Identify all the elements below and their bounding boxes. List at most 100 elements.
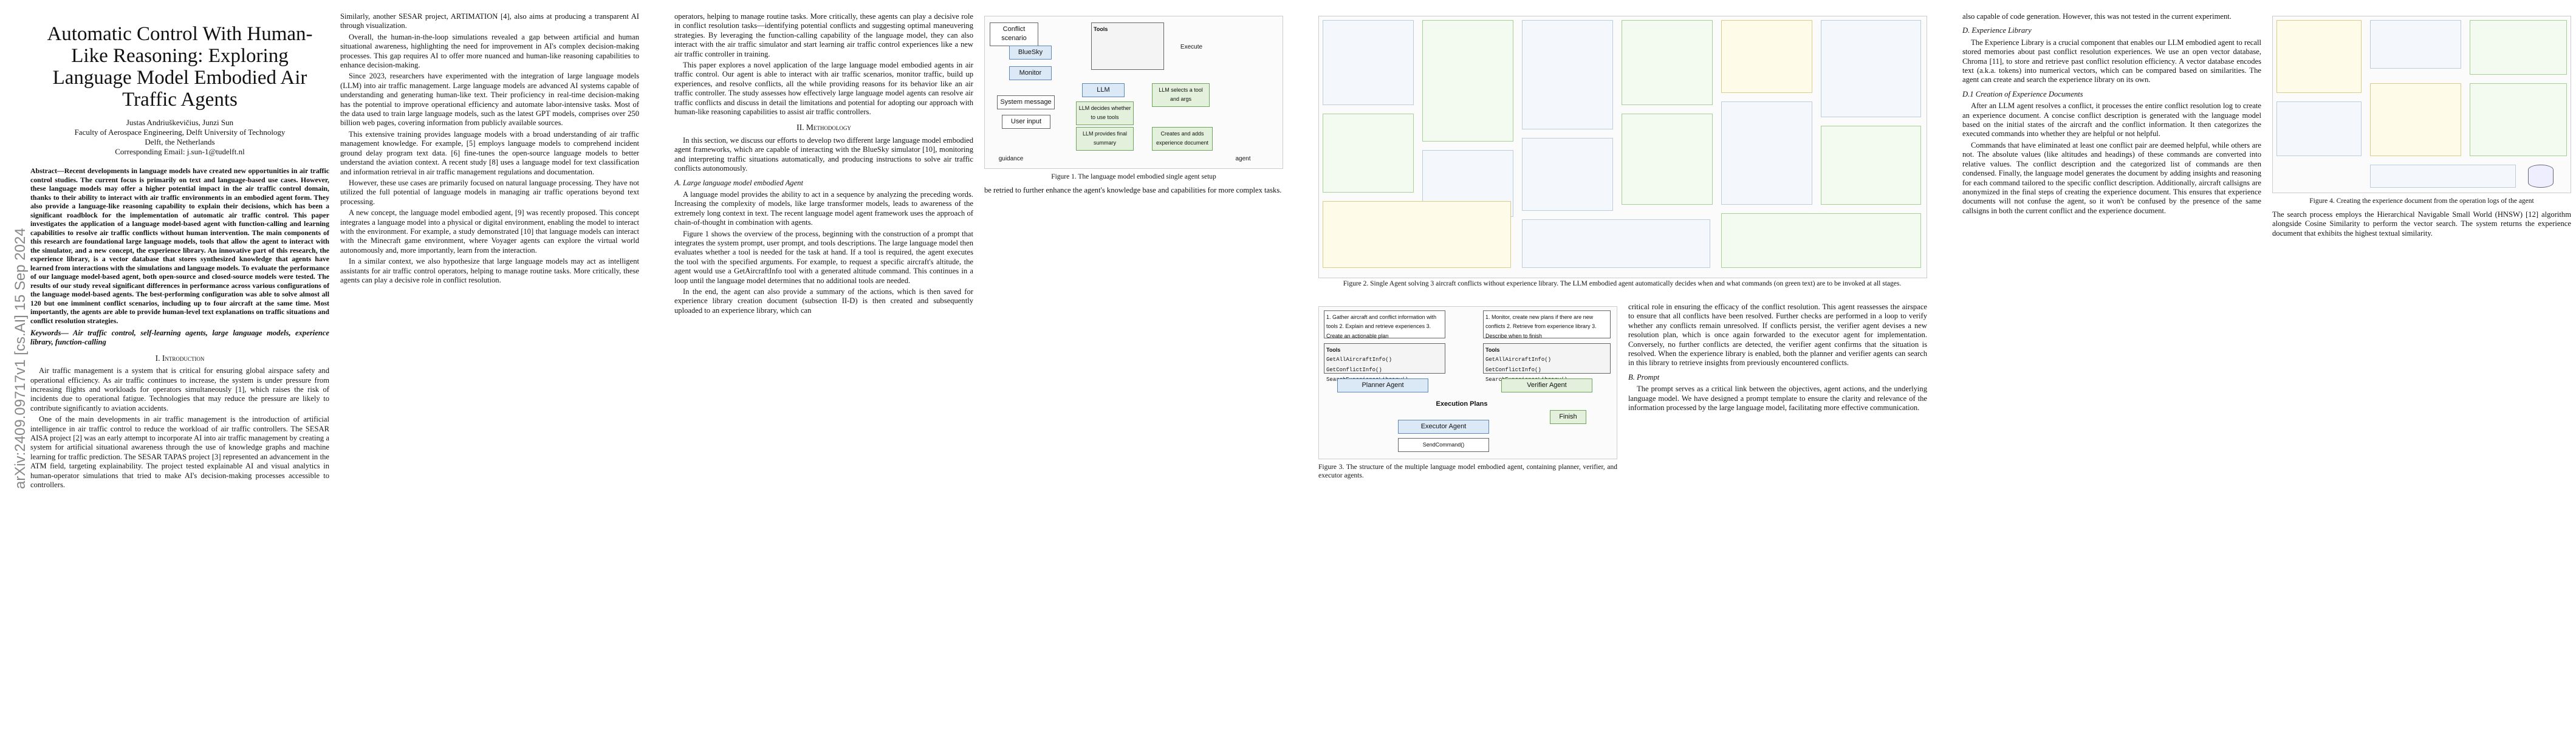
page1-right-column: Similarly, another SESAR project, ARTIMA…: [340, 12, 639, 287]
paragraph: In the end, the agent can also provide a…: [674, 287, 973, 315]
log-block: [1422, 20, 1513, 142]
verifier-task-note: 1. Monitor, create new plans if there ar…: [1483, 310, 1611, 339]
executor-agent-node: Executor Agent: [1398, 420, 1489, 434]
log-block: [2370, 165, 2516, 188]
figure-3-caption: Figure 3. The structure of the multiple …: [1318, 464, 1617, 479]
author-names: Justas Andriuškevičius, Junzi Sun: [126, 118, 234, 127]
log-block: [1522, 20, 1613, 129]
llm-node: LLM: [1082, 83, 1125, 98]
planner-agent-node: Planner Agent: [1337, 378, 1428, 393]
verifier-tools-box: Tools GetAllAircraftInfo() GetConflictIn…: [1483, 343, 1611, 383]
log-block: [1821, 20, 1921, 117]
paragraph: operators, helping to manage routine tas…: [674, 12, 973, 58]
bluesky-node: BlueSky: [1009, 46, 1052, 60]
subsection-heading: A. Large language model embodied Agent: [674, 178, 803, 187]
log-block: [1821, 126, 1921, 205]
log-block: [1522, 219, 1710, 268]
llm-selects-node: LLM selects a tool and args: [1152, 83, 1210, 107]
paragraph: also capable of code generation. However…: [1962, 12, 2232, 21]
corresponding-email: Corresponding Email: j.sun-1@tudelft.nl: [115, 147, 245, 156]
verifier-agent-node: Verifier Agent: [1501, 378, 1592, 393]
tools-panel: Tools: [1091, 22, 1164, 70]
verifier-tools-label: Tools: [1485, 347, 1500, 353]
paragraph: A new concept, the language model embodi…: [340, 208, 639, 255]
paragraph: In this section, we discuss our efforts …: [674, 135, 973, 173]
log-block: [2470, 83, 2567, 156]
log-block: [1323, 114, 1414, 193]
log-block: [1622, 20, 1713, 105]
paragraph: In a similar context, we also hypothesiz…: [340, 257, 639, 284]
conflict-scenario-node: Conflict scenario: [990, 22, 1038, 46]
log-block: [1522, 138, 1613, 211]
paragraph: However, these use cases are primarily f…: [340, 178, 639, 206]
log-block: [2470, 20, 2567, 75]
planner-task-note: 1. Gather aircraft and conflict informat…: [1324, 310, 1445, 339]
page2-right-column: Conflict scenario BlueSky Monitor Tools …: [984, 12, 1283, 197]
page4-right-column: Figure 4. Creating the experience docume…: [2272, 12, 2571, 240]
page-4: also capable of code generation. However…: [1944, 0, 2576, 729]
page2-left-column: operators, helping to manage routine tas…: [674, 12, 973, 317]
agent-label: agent: [1235, 156, 1251, 162]
monitor-node: Monitor: [1009, 66, 1052, 81]
section-introduction-heading: I. Introduction: [155, 353, 205, 363]
paragraph: The Experience Library is a crucial comp…: [1962, 38, 2261, 84]
affiliation-line-2: Delft, the Netherlands: [145, 137, 215, 146]
paragraph: The prompt serves as a critical link bet…: [1628, 385, 1927, 412]
figure-4-diagram: [2272, 16, 2571, 193]
page-3: Figure 2. Single Agent solving 3 aircraf…: [1300, 0, 1932, 729]
paragraph: This extensive training provides languag…: [340, 129, 639, 176]
abstract: Abstract—Recent developments in language…: [30, 166, 329, 325]
paper-title: Automatic Control With Human-Like Reason…: [47, 23, 313, 111]
database-icon: [2528, 165, 2554, 188]
log-block: [2370, 20, 2461, 69]
subsection-heading: D.1 Creation of Experience Documents: [1962, 89, 2083, 98]
llm-final-summary-node: LLM provides final summary: [1076, 127, 1134, 151]
paragraph: critical role in ensuring the efficacy o…: [1628, 303, 1927, 368]
log-block: [2276, 20, 2362, 93]
paragraph: Similarly, another SESAR project, ARTIMA…: [340, 12, 639, 30]
paragraph: Since 2023, researchers have experimente…: [340, 72, 639, 128]
paragraph: The search process employs the Hierarchi…: [2272, 210, 2571, 238]
log-block: [1721, 20, 1812, 93]
figure-2-log: [1318, 16, 1927, 278]
log-block: [1622, 114, 1713, 205]
author-block: Justas Andriuškevičius, Junzi Sun Facult…: [30, 118, 329, 157]
tools-label: Tools: [1094, 26, 1108, 32]
figure-2-caption: Figure 2. Single Agent solving 3 aircraf…: [1343, 280, 1902, 287]
guidance-label: guidance: [998, 156, 1024, 162]
finish-node: Finish: [1550, 410, 1586, 425]
affiliation-line-1: Faculty of Aerospace Engineering, Delft …: [74, 128, 286, 137]
subsection-heading: D. Experience Library: [1962, 26, 2032, 35]
log-block: [2276, 101, 2362, 156]
log-block: [1721, 101, 1812, 205]
log-block: [1323, 201, 1511, 268]
figure-3-diagram: 1. Gather aircraft and conflict informat…: [1318, 306, 1617, 459]
page-2: operators, helping to manage routine tas…: [656, 0, 1288, 729]
page3-right-column: critical role in ensuring the efficacy o…: [1628, 303, 1927, 414]
execute-label: Execute: [1180, 44, 1203, 50]
paragraph: Figure 1 shows the overview of the proce…: [674, 229, 973, 285]
paragraph: This paper explores a novel application …: [674, 61, 973, 117]
page3-left-column: 1. Gather aircraft and conflict informat…: [1318, 303, 1617, 485]
paragraph: One of the main developments in air traf…: [30, 415, 329, 490]
figure-1-diagram: Conflict scenario BlueSky Monitor Tools …: [984, 16, 1283, 169]
figure-4-caption: Figure 4. Creating the experience docume…: [2309, 197, 2534, 205]
paragraph: Overall, the human-in-the-loop simulatio…: [340, 32, 639, 70]
user-input-node: User input: [1002, 115, 1050, 129]
page-1: arXiv:2409.09717v1 [cs.AI] 15 Sep 2024 A…: [12, 0, 644, 729]
subsection-heading: B. Prompt: [1628, 372, 1660, 382]
llm-decides-node: LLM decides whether to use tools: [1076, 101, 1134, 125]
executor-tools-box: SendCommand(): [1398, 438, 1489, 453]
log-block: [1721, 213, 1921, 268]
arxiv-identifier: arXiv:2409.09717v1 [cs.AI] 15 Sep 2024: [12, 228, 29, 489]
keywords: Keywords— Air traffic control, self-lear…: [30, 329, 329, 347]
paragraph: After an LLM agent resolves a conflict, …: [1962, 101, 2261, 139]
paragraph: be retried to further enhance the agent'…: [984, 186, 1282, 194]
section-methodology-heading: II. Methodology: [796, 123, 851, 132]
figure-1-caption: Figure 1. The language model embodied si…: [1051, 173, 1216, 180]
log-block: [2370, 83, 2461, 156]
paragraph: Air traffic management is a system that …: [30, 366, 329, 412]
planner-tools-box: Tools GetAllAircraftInfo() GetConflictIn…: [1324, 343, 1445, 383]
planner-tools-label: Tools: [1326, 347, 1341, 353]
page4-left-column: also capable of code generation. However…: [1962, 12, 2261, 217]
